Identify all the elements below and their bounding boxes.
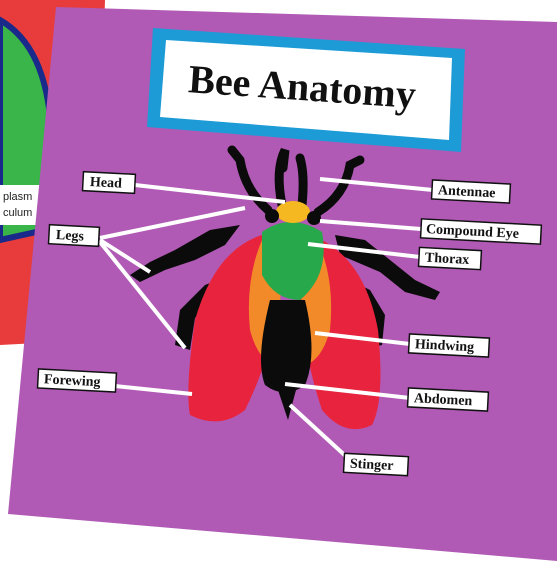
label-thorax: Thorax [425,251,470,268]
label-head-group: Head [83,172,136,194]
label-stinger: Stinger [350,457,394,474]
label-legs-group: Legs [49,225,100,247]
compound-eye-left [265,209,279,223]
label-stinger-group: Stinger [344,453,409,475]
label-thorax-group: Thorax [419,247,482,269]
label-hindwing-group: Hindwing [409,334,490,357]
label-forewing: Forewing [44,372,101,390]
abdomen-shape [261,300,312,393]
background-fragment-2: culum [3,207,32,219]
label-head: Head [90,175,123,192]
compound-eye-right [307,211,321,225]
label-legs: Legs [56,228,85,244]
head-shape [276,201,310,223]
label-abdomen: Abdomen [414,391,473,409]
background-fragment-1: plasm [3,191,32,203]
label-abdomen-group: Abdomen [408,388,489,411]
label-antennae: Antennae [438,183,496,201]
label-hindwing: Hindwing [415,337,475,355]
label-forewing-group: Forewing [38,369,117,392]
label-antennae-group: Antennae [432,180,511,203]
antenna-right [300,158,303,205]
